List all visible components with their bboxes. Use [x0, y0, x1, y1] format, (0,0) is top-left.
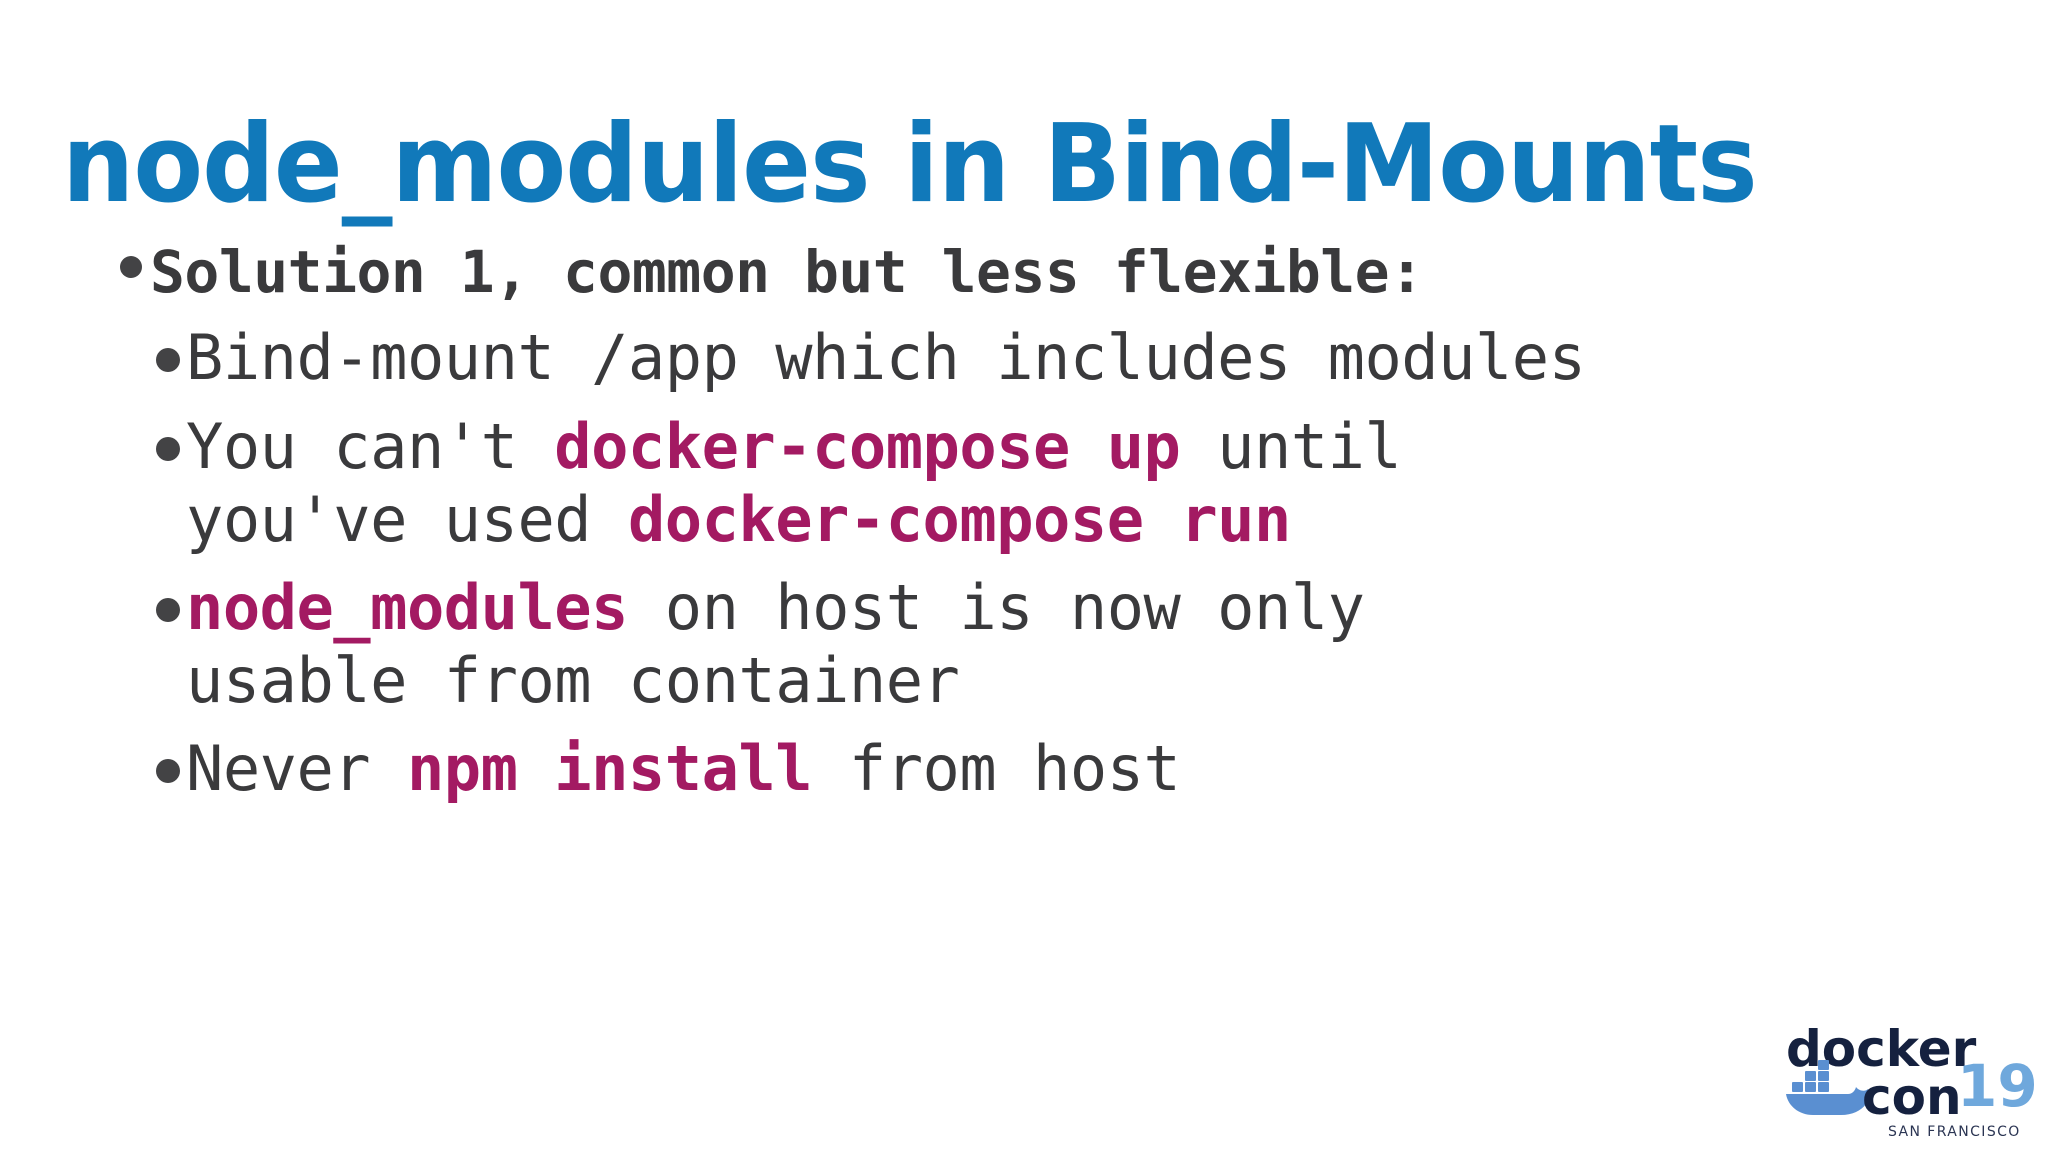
bullet-text: You can't docker-compose up until you've…	[186, 409, 1980, 556]
bullet-item: Solution 1, common but less flexible:	[120, 238, 1980, 306]
logo-word-docker: docker	[1786, 1020, 1977, 1078]
logo-city: SAN FRANCISCO	[1888, 1124, 2021, 1140]
bullet-item: You can't docker-compose up until you've…	[156, 409, 1980, 556]
inline-text: Solution 1, common but less flexible:	[150, 238, 1424, 306]
inline-text: from host	[812, 732, 1181, 806]
inline-code: docker-compose run	[627, 482, 1291, 556]
inline-text: until you've used	[186, 409, 1402, 556]
docker-whale-icon	[1786, 1060, 1870, 1115]
bullet-dot-icon	[156, 437, 186, 461]
page-title: node_modules in Bind-Mounts	[62, 102, 1758, 228]
logo-year: 19	[1957, 1052, 2034, 1120]
inline-text: You can't	[186, 409, 555, 483]
bullet-text: Solution 1, common but less flexible:	[150, 238, 1980, 306]
bullet-dot-icon	[156, 759, 186, 783]
bullet-list: Solution 1, common but less flexible: Bin…	[120, 238, 1980, 822]
bullet-item: Never npm install from host	[156, 732, 1980, 806]
inline-code: node_modules	[186, 571, 628, 645]
inline-text: on host is now only usable from containe…	[186, 571, 1365, 717]
inline-text: Never	[186, 732, 407, 806]
bullet-dot-icon	[120, 256, 150, 278]
inline-code: docker-compose up	[554, 409, 1181, 483]
inline-code: npm install	[406, 732, 813, 806]
inline-text: Bind-mount /app which includes modules	[186, 321, 1586, 395]
bullet-item: Bind-mount /app which includes modules	[156, 322, 1980, 395]
bullet-dot-icon	[156, 348, 186, 372]
bullet-dot-icon	[156, 598, 186, 622]
bullet-item: node_modules on host is now only usable …	[156, 571, 1980, 717]
bullet-text: Never npm install from host	[186, 732, 1980, 806]
bullet-text: node_modules on host is now only usable …	[186, 571, 1980, 717]
dockercon-logo: docker con 19 SAN FRANCISCO	[1762, 1014, 2034, 1142]
bullet-text: Bind-mount /app which includes modules	[186, 322, 1980, 395]
logo-word-con: con	[1862, 1068, 1962, 1126]
